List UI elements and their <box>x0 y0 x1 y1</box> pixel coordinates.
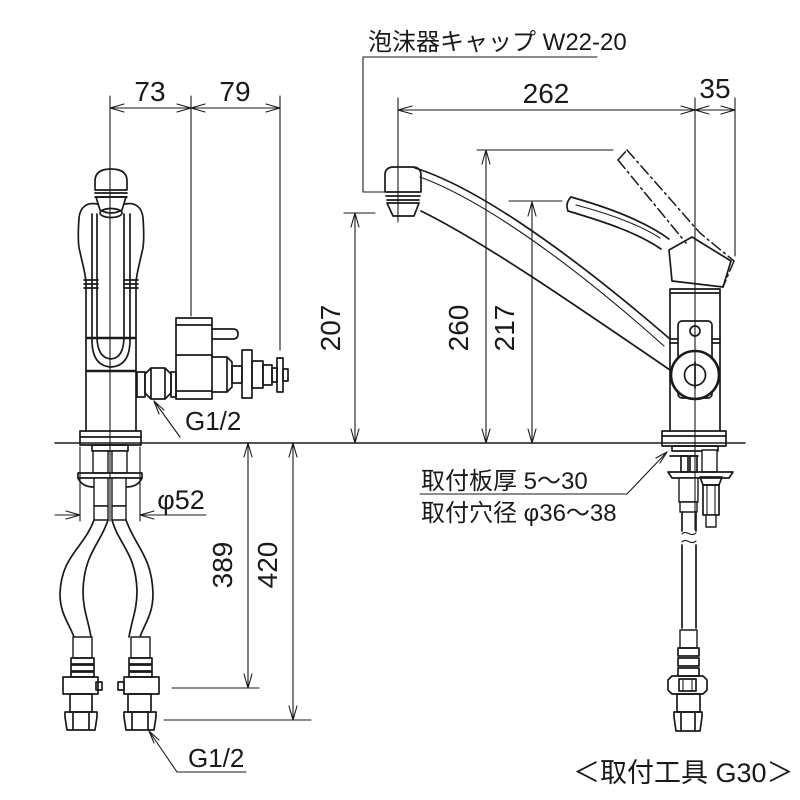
front-branch-valve <box>136 317 289 400</box>
side-view-faucet <box>384 149 735 732</box>
front-view-faucet <box>59 168 289 731</box>
front-under-counter <box>59 444 160 731</box>
front-lever-cap <box>94 168 128 219</box>
side-body <box>661 288 727 452</box>
dim-text-phi52: φ52 <box>157 485 205 515</box>
side-under-counter <box>667 449 734 732</box>
leader-mount-thickness <box>419 451 668 495</box>
aerator-cap-label: 泡沫器キャップ W22-20 <box>368 29 627 56</box>
hose-thread-label: G1/2 <box>188 743 244 773</box>
handle-pivot-cap <box>668 236 732 288</box>
dim-text-420: 420 <box>252 542 283 589</box>
aerator-cap <box>384 166 422 193</box>
front-body-and-spout-loop <box>77 202 145 432</box>
side-base-flange <box>661 430 727 447</box>
dimension-73-79 <box>109 103 281 113</box>
dimension-260 <box>481 149 491 444</box>
dimension-lines <box>54 56 746 773</box>
side-hose-connector <box>667 629 708 732</box>
side-lever-handle <box>566 196 732 288</box>
dimension-207 <box>350 212 360 444</box>
dim-text-260: 260 <box>443 305 474 352</box>
dimension-420 <box>288 442 298 721</box>
dimension-389 <box>243 442 253 689</box>
front-right-hose-connector <box>117 636 160 731</box>
dimension-217 <box>527 201 537 444</box>
tool-label: ＜取付工具 G30＞ <box>573 758 794 788</box>
leader-hose-thread <box>148 730 247 773</box>
dimension-262-35 <box>397 105 736 115</box>
leader-inlet-thread <box>153 400 181 438</box>
dim-text-79: 79 <box>219 76 250 107</box>
dim-text-389: 389 <box>207 542 238 589</box>
leader-aerator-cap <box>362 56 598 193</box>
mount-hole-label: 取付穴径 φ36〜38 <box>421 500 617 527</box>
mounting-bracket <box>667 471 734 479</box>
side-spout <box>384 166 671 371</box>
dim-text-262: 262 <box>523 78 570 109</box>
dim-text-217: 217 <box>489 305 520 352</box>
dimension-phi52 <box>54 510 207 520</box>
dim-text-73: 73 <box>134 76 165 107</box>
inlet-thread-label: G1/2 <box>185 406 241 436</box>
front-left-hose-connector <box>62 636 103 731</box>
clamp-bolt <box>705 514 717 528</box>
drawing-labels: 泡沫器キャップ W22-20 73 79 262 35 207 260 217 … <box>134 29 793 788</box>
dim-text-35: 35 <box>699 73 730 104</box>
side-lever-handle-raised-phantom <box>617 149 735 288</box>
dim-text-207: 207 <box>315 305 346 352</box>
mount-thickness-label: 取付板厚 5〜30 <box>421 468 588 495</box>
valve-lever <box>211 328 239 340</box>
